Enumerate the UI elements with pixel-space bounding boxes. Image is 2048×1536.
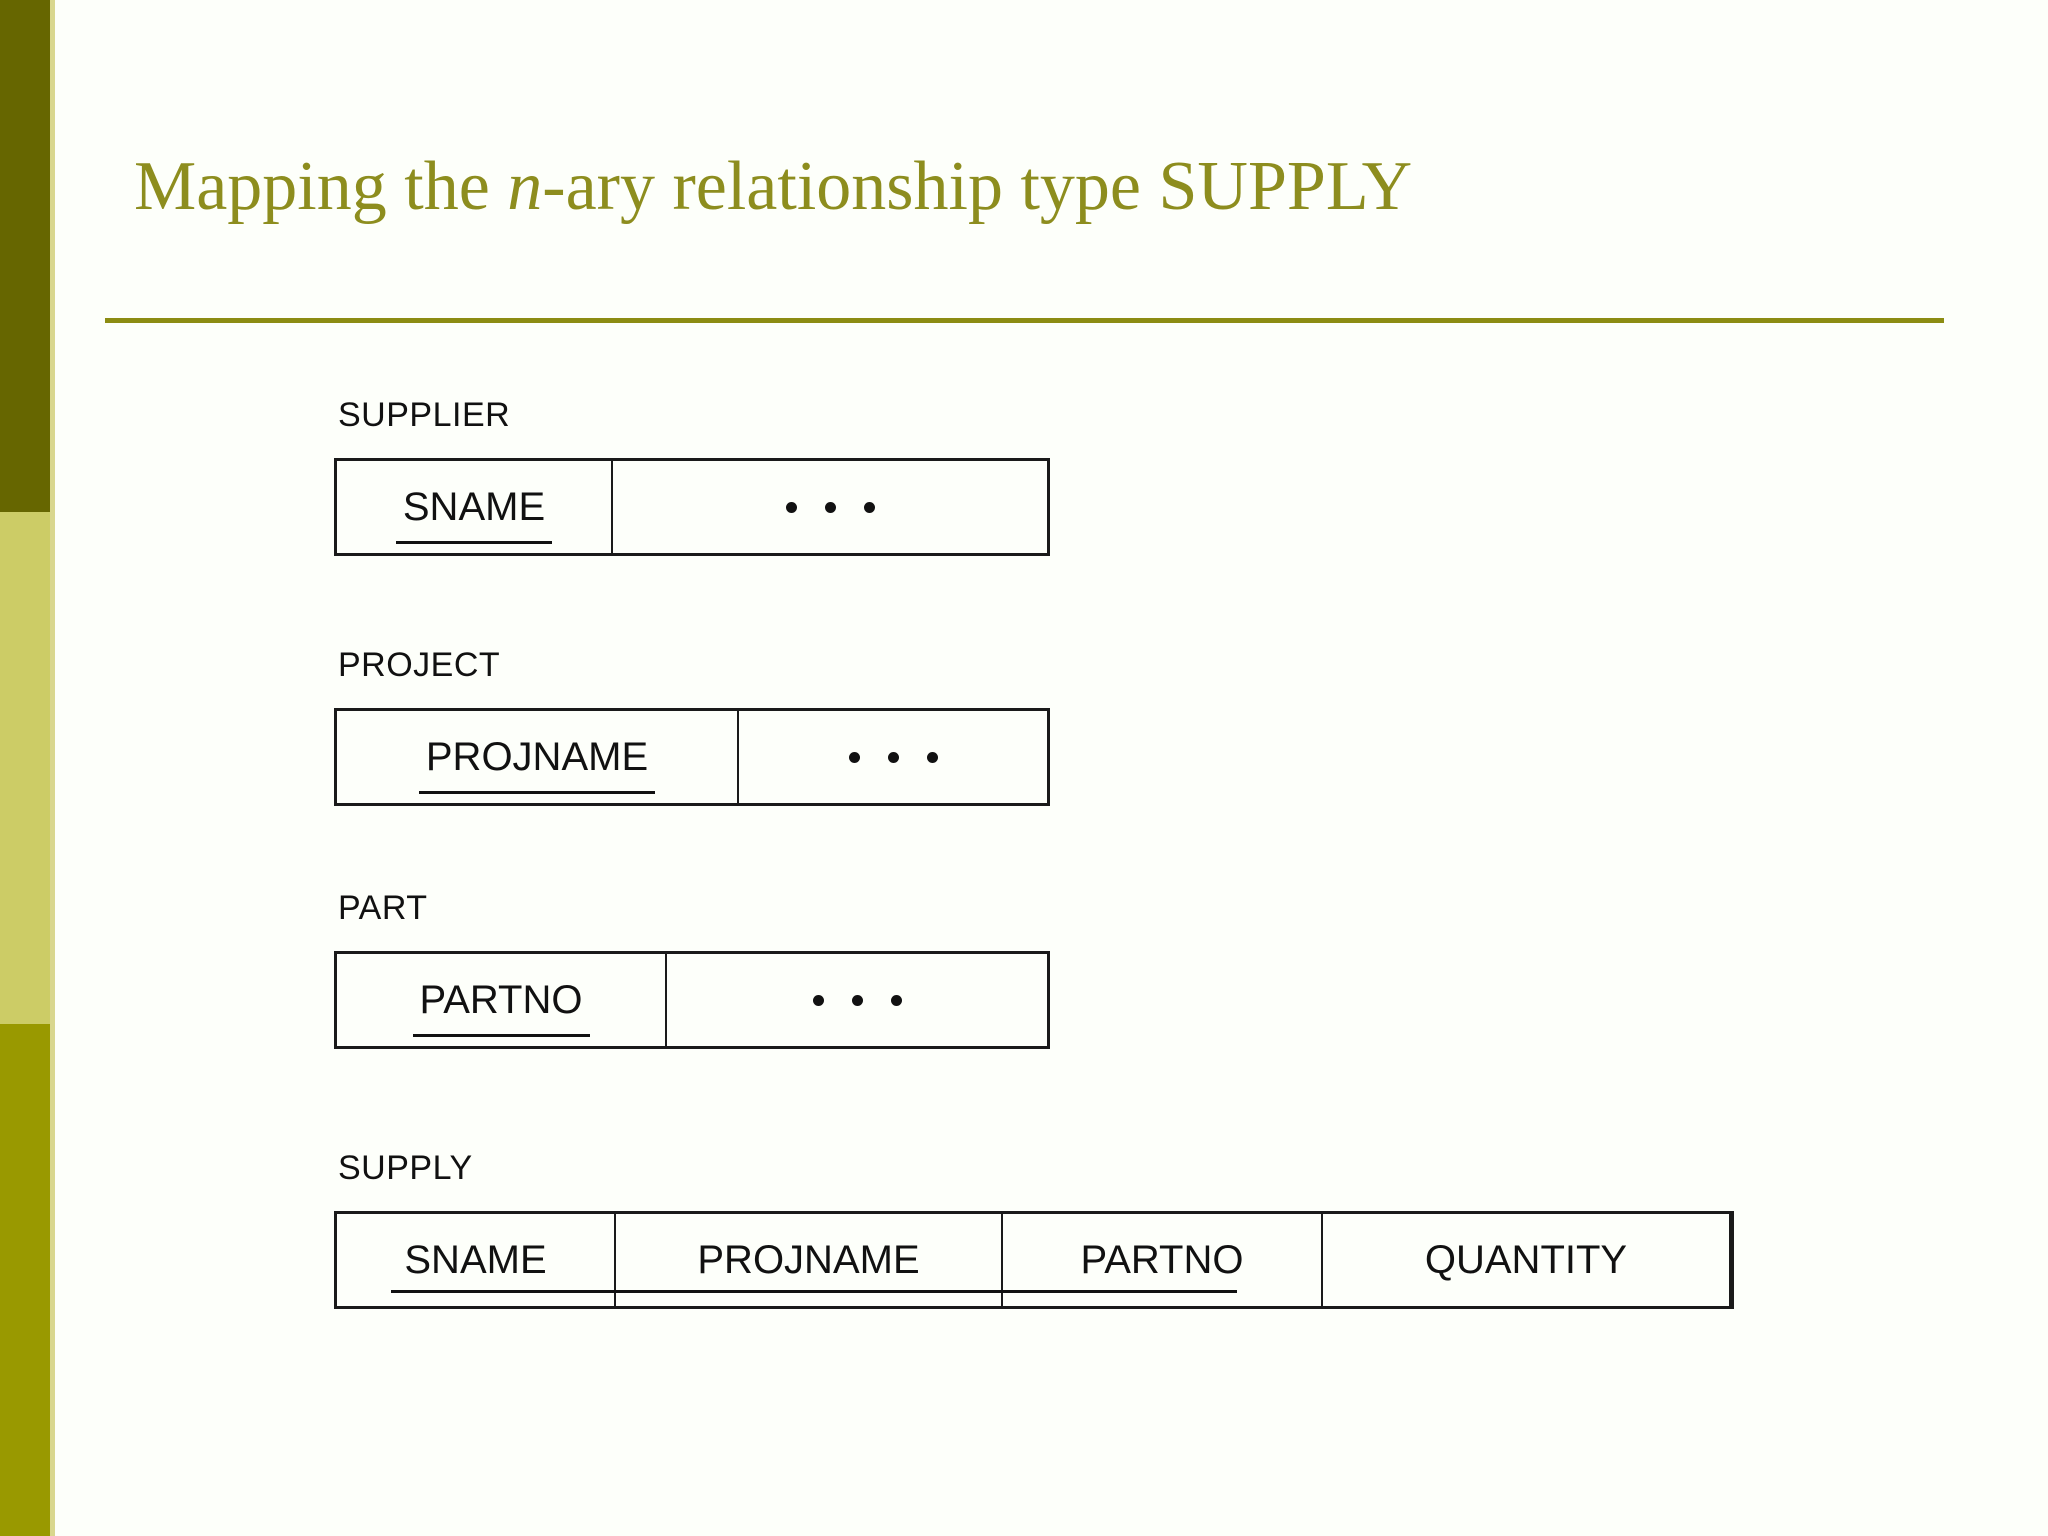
dot-icon bbox=[890, 994, 902, 1006]
dot-icon bbox=[863, 501, 875, 513]
attribute-sname: SNAME bbox=[404, 1237, 547, 1282]
attribute-projname: PROJNAME bbox=[697, 1237, 920, 1282]
ellipsis-dots-icon bbox=[785, 501, 875, 513]
supply-schema-table: SNAME PROJNAME PARTNO QUANTITY bbox=[334, 1211, 1734, 1309]
title-italic-n: n bbox=[507, 148, 543, 225]
attribute-partno: PARTNO bbox=[1080, 1237, 1244, 1282]
relation-name: SUPPLY bbox=[338, 1149, 473, 1187]
dot-icon bbox=[824, 501, 836, 513]
part-cell-other bbox=[667, 954, 1047, 1046]
slide-title: Mapping the n-ary relationship type SUPP… bbox=[134, 148, 1412, 225]
supply-cell-quantity: QUANTITY bbox=[1323, 1214, 1731, 1306]
supply-cell-sname: SNAME bbox=[337, 1214, 616, 1306]
dot-icon bbox=[848, 751, 860, 763]
supply-cell-partno: PARTNO bbox=[1003, 1214, 1323, 1306]
sidebar-band-medium bbox=[0, 1024, 50, 1536]
relation-part: PART PARTNO bbox=[334, 891, 1050, 1049]
relation-supply: SUPPLY SNAME PROJNAME PARTNO QUANTITY bbox=[334, 1151, 1734, 1309]
relation-name: PART bbox=[338, 889, 428, 927]
relation-name: PROJECT bbox=[338, 646, 501, 684]
supplier-cell-other bbox=[613, 461, 1047, 553]
relation-name: SUPPLIER bbox=[338, 396, 511, 434]
ellipsis-dots-icon bbox=[812, 994, 902, 1006]
ellipsis-dots-icon bbox=[848, 751, 938, 763]
supplier-cell-sname: SNAME bbox=[337, 461, 613, 553]
sidebar-band-dark bbox=[0, 0, 50, 512]
title-text-after: -ary relationship type SUPPLY bbox=[542, 148, 1413, 225]
attribute-partno: PARTNO bbox=[412, 977, 590, 1037]
dot-icon bbox=[812, 994, 824, 1006]
supplier-schema-table: SNAME bbox=[334, 458, 1050, 556]
project-cell-other bbox=[739, 711, 1047, 803]
sidebar-stripe bbox=[50, 0, 55, 1536]
project-schema-table: PROJNAME bbox=[334, 708, 1050, 806]
part-cell-partno: PARTNO bbox=[337, 954, 667, 1046]
relation-supplier: SUPPLIER SNAME bbox=[334, 398, 1050, 556]
dot-icon bbox=[851, 994, 863, 1006]
relation-project: PROJECT PROJNAME bbox=[334, 648, 1050, 806]
project-cell-projname: PROJNAME bbox=[337, 711, 739, 803]
attribute-sname: SNAME bbox=[395, 484, 553, 544]
title-underline-rule bbox=[105, 318, 1944, 323]
attribute-projname: PROJNAME bbox=[418, 734, 656, 794]
sidebar-band-light bbox=[0, 512, 50, 1024]
dot-icon bbox=[887, 751, 899, 763]
part-schema-table: PARTNO bbox=[334, 951, 1050, 1049]
title-text-before: Mapping the bbox=[134, 148, 508, 225]
supply-cell-projname: PROJNAME bbox=[616, 1214, 1003, 1306]
attribute-quantity: QUANTITY bbox=[1424, 1237, 1628, 1282]
dot-icon bbox=[785, 501, 797, 513]
composite-key-underline bbox=[391, 1290, 1237, 1293]
dot-icon bbox=[926, 751, 938, 763]
